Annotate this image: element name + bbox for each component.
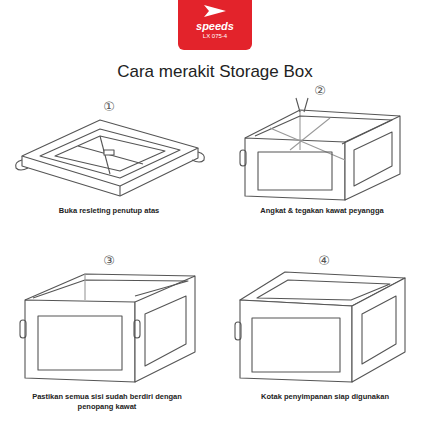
box-flat <box>16 120 205 196</box>
brand-logo <box>200 3 230 19</box>
brand-name: speeds <box>182 20 248 33</box>
callout-number: ③ <box>98 252 120 270</box>
callout-number: ② <box>309 82 331 100</box>
callout-number: ① <box>98 98 120 116</box>
step-caption: Angkat & tegakan kawat peyangga <box>252 206 392 216</box>
step-caption: Kotak penyimpanan siap digunakan <box>255 392 395 402</box>
brand-tab: speedsLX 075-4 <box>178 0 252 50</box>
box-lifting <box>240 98 400 200</box>
box-standing <box>20 274 195 382</box>
model-code: LX 075-4 <box>182 33 248 40</box>
page-title: Cara merakit Storage Box <box>0 62 430 82</box>
step-caption: Buka resleting penutup atas <box>38 206 180 216</box>
callout-number: ④ <box>313 252 335 270</box>
step-caption: Pastikan semua sisi sudah berdiri dengan… <box>32 392 182 412</box>
box-closed <box>235 272 405 382</box>
